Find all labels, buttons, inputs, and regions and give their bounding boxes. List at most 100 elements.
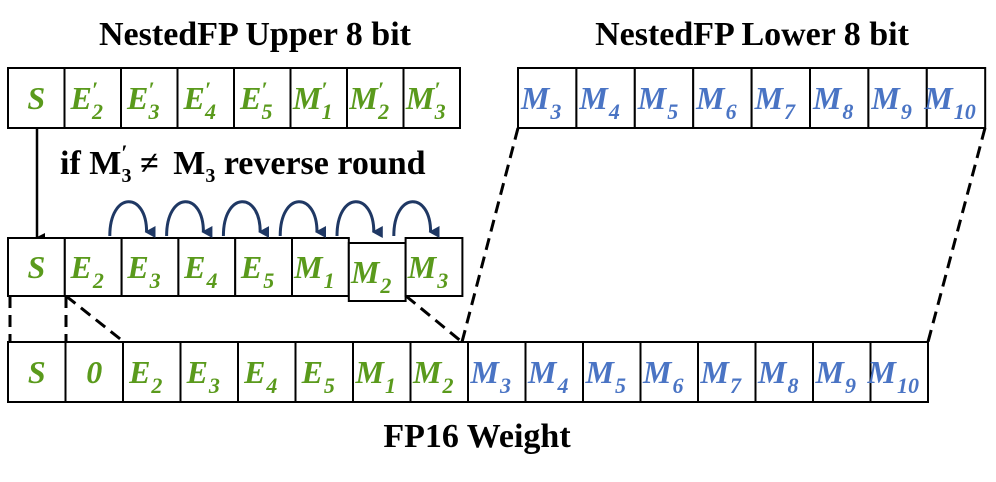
lower-cell: M4	[575, 67, 636, 129]
fp16-cell-box	[639, 341, 699, 403]
cell-base: E	[183, 249, 205, 285]
upper-cell-label: M′1	[292, 77, 333, 124]
mapping-lines	[8, 127, 987, 344]
middle-cell-box	[177, 237, 237, 297]
fp16-cell-box	[697, 341, 757, 403]
exponent-dash	[65, 294, 125, 344]
middle-cell-label: M1	[293, 249, 334, 293]
cell-base: M	[412, 354, 443, 390]
upper-cell-box	[120, 67, 179, 129]
fp16-title: FP16 Weight	[383, 418, 571, 455]
cell-base: E	[126, 80, 148, 116]
cell-subscript: 2	[379, 273, 391, 298]
upper-cell-box	[63, 67, 122, 129]
upper-cell: E′4	[176, 67, 235, 129]
fp16-cell: S	[7, 341, 67, 403]
cell-base: M	[815, 354, 846, 390]
mantissa-dash	[405, 294, 463, 344]
fp16-cell: E5	[294, 341, 354, 403]
fp16-cell-label: E4	[243, 354, 277, 398]
cell-subscript: 4	[205, 268, 217, 293]
cell-base: M	[754, 80, 785, 116]
fp16-cell-box	[524, 341, 584, 403]
cell-subscript: 2	[377, 99, 389, 124]
cell-base: E	[126, 249, 148, 285]
cell-subscript: 2	[150, 373, 162, 398]
fp16-cell: M7	[697, 341, 757, 403]
middle-cell-label: E2	[70, 249, 104, 293]
cell-subscript: 10	[954, 99, 976, 124]
shift-arc	[278, 200, 327, 238]
cell-base: M	[350, 254, 381, 290]
cell-subscript: 4	[204, 99, 216, 124]
cell-subscript: 3	[499, 373, 511, 398]
lower-cell-box	[633, 67, 695, 129]
condition-m3prime-sup: ′	[121, 140, 127, 165]
upper-cell: E′5	[233, 67, 292, 129]
middle-cell-label: S	[28, 249, 46, 285]
fp16-cell-label: 0	[86, 354, 102, 390]
shift-arc	[392, 200, 440, 238]
lower-right-dash	[926, 127, 987, 343]
middle-cell-label: E4	[183, 249, 217, 293]
cell-base: E	[239, 80, 261, 116]
cell-subscript: 3	[208, 373, 220, 398]
cell-base: M	[470, 354, 501, 390]
shift-arc	[335, 200, 383, 238]
fp16-cell-label: E5	[301, 354, 335, 398]
cell-subscript: 5	[667, 99, 678, 124]
upper-cell-box	[233, 67, 292, 129]
lower-cell: M10	[923, 67, 987, 129]
upper-cell-label: S	[27, 80, 45, 116]
upper-cell: S	[7, 67, 66, 129]
cell-base: M	[700, 354, 731, 390]
upper-cell-label: E′4	[182, 77, 216, 124]
middle-cell: M1	[291, 237, 350, 297]
cell-subscript: 4	[556, 373, 568, 398]
condition-m3prime-sub: 3	[122, 165, 132, 187]
cell-base: S	[27, 80, 45, 116]
fp16-cell-label: M1	[355, 354, 396, 398]
fp16-cell-label: S	[28, 354, 46, 390]
cell-base: M	[527, 354, 558, 390]
shift-arc	[165, 200, 213, 238]
cell-base: 0	[86, 354, 102, 390]
middle-cell: M3	[404, 237, 464, 297]
middle-cell-box	[120, 237, 180, 297]
cell-base: M	[407, 249, 438, 285]
cell-subscript: 9	[901, 99, 912, 124]
cell-base: E	[301, 354, 323, 390]
cell-base: M	[642, 354, 673, 390]
fp16-cell: E4	[237, 341, 297, 403]
cell-subscript: 1	[324, 268, 335, 293]
fp16-cell-label: M8	[757, 354, 798, 398]
shift-arcs	[108, 200, 440, 238]
cell-subscript: 8	[842, 99, 853, 124]
cell-subscript: 3	[549, 99, 561, 124]
cell-base: M	[923, 80, 954, 116]
cell-subscript: 6	[672, 373, 683, 398]
condition-neq: ≠	[132, 145, 168, 182]
condition-prefix: if M	[60, 145, 121, 182]
upper-cell: M′2	[346, 67, 405, 129]
cell-base: M	[812, 80, 843, 116]
upper-cell-box	[402, 67, 461, 129]
fp16-cell-label: M7	[700, 354, 742, 398]
lower-cell-box	[867, 67, 928, 129]
cell-prime: ′	[378, 77, 384, 102]
cell-subscript: 4	[265, 373, 277, 398]
lower-cell-label: M10	[923, 80, 975, 124]
fp16-cell: M10	[867, 341, 929, 403]
upper-cell: E′3	[120, 67, 179, 129]
cell-subscript: 3	[436, 268, 448, 293]
lower-cell-label: M5	[637, 80, 678, 124]
lower-title: NestedFP Lower 8 bit	[595, 16, 910, 53]
cell-subscript: 1	[322, 99, 333, 124]
condition-suffix: reverse round	[215, 145, 425, 182]
fp16-cell-box	[754, 341, 814, 403]
cell-base: M	[870, 80, 901, 116]
fp16-cell: E2	[122, 341, 182, 403]
upper-cell-label: M′3	[405, 77, 446, 124]
middle-cell-label: M3	[407, 249, 448, 293]
